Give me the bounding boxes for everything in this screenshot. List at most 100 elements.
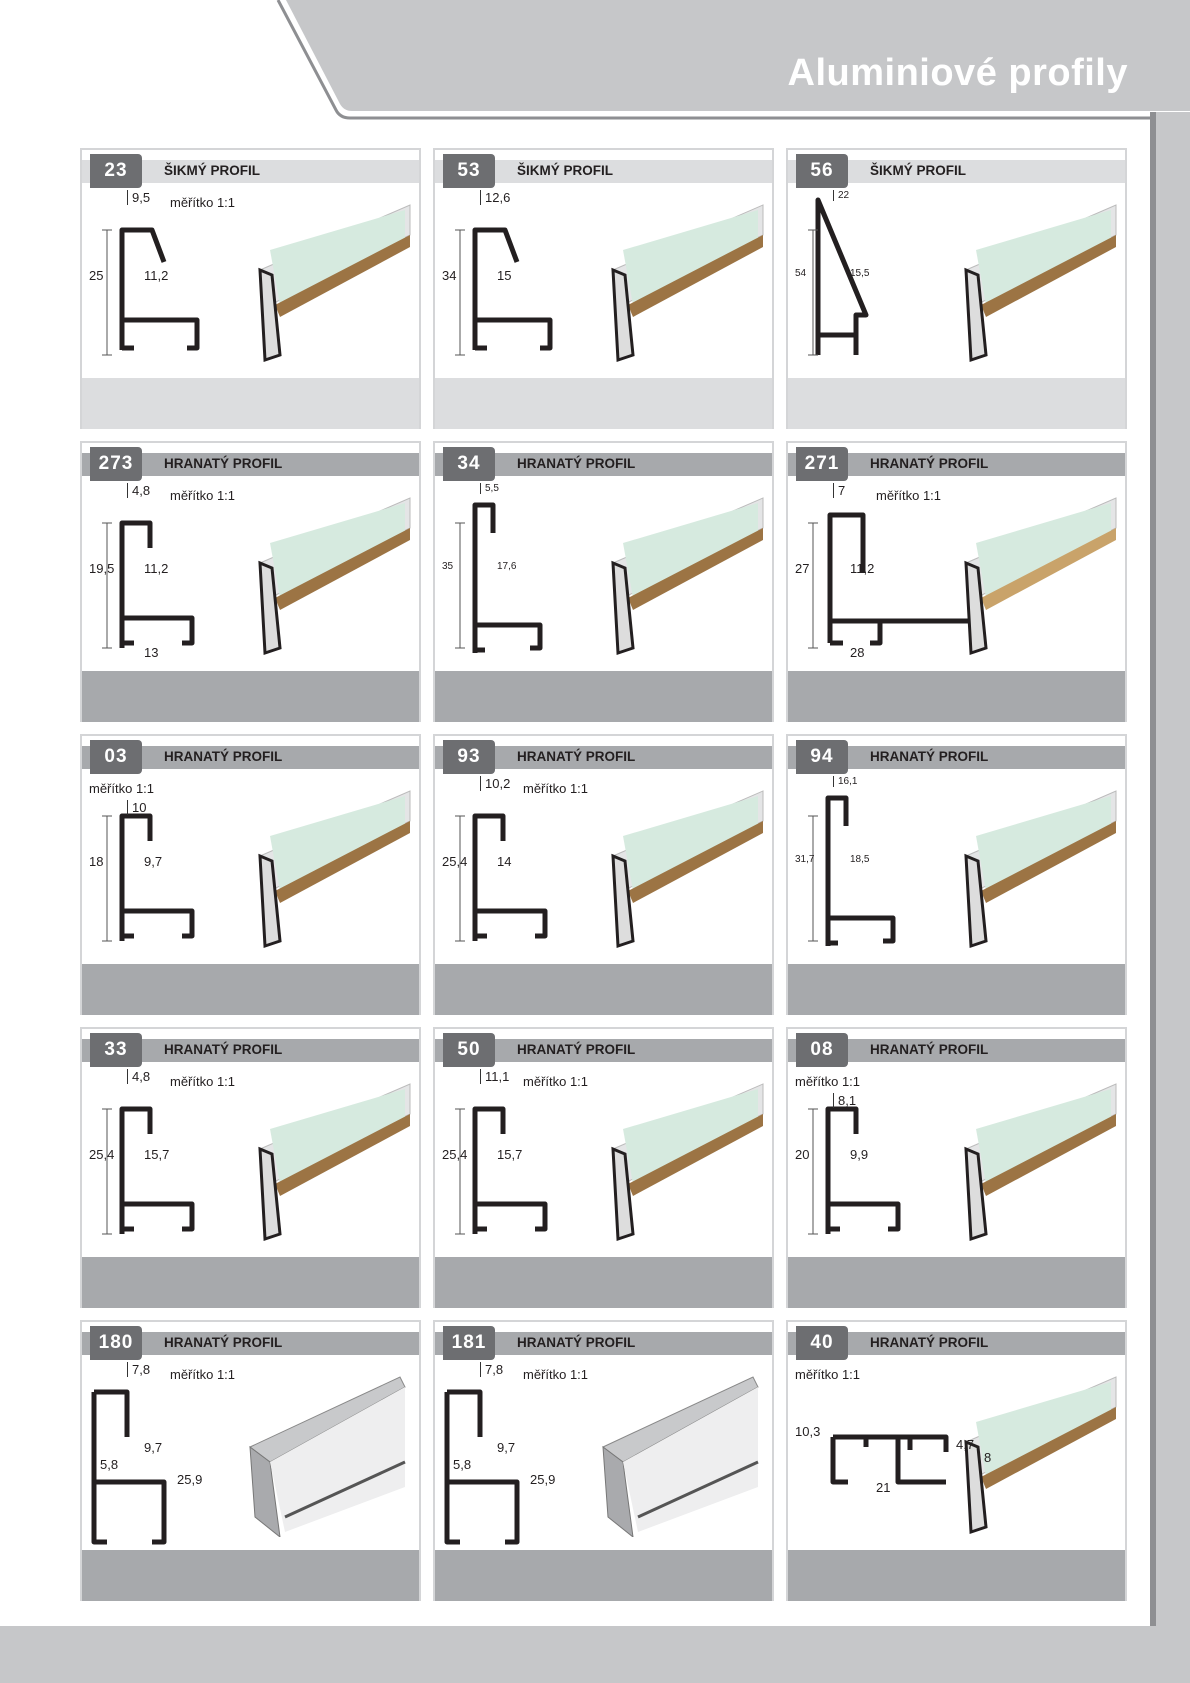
scale-label: měřítko 1:1 xyxy=(523,1367,589,1382)
dimension-right: 25,9 xyxy=(177,1472,203,1487)
dimension-top: 5,5 xyxy=(480,483,503,494)
profile-outline xyxy=(91,1389,167,1545)
dimension-mid: 15,7 xyxy=(497,1147,523,1162)
dimension-mid: 15,7 xyxy=(144,1147,170,1162)
profile-number-badge: 34 xyxy=(443,447,495,481)
card-footer-area xyxy=(82,1550,419,1601)
profile-type-label: HRANATÝ PROFIL xyxy=(517,749,636,764)
scale-label: měřítko 1:1 xyxy=(523,1074,589,1089)
profile-outline xyxy=(472,227,553,351)
title-band xyxy=(435,160,772,183)
dimension-inner: 5,8 xyxy=(453,1457,472,1472)
dimension-line xyxy=(102,229,112,356)
profile-number-badge: 93 xyxy=(443,740,495,774)
card-footer-area xyxy=(788,1257,1125,1308)
profile-outline xyxy=(444,1389,520,1545)
footer-band xyxy=(0,1626,1190,1683)
title-band xyxy=(82,1332,419,1355)
profile-number-badge: 40 xyxy=(796,1326,848,1360)
dimension-mid: 9,7 xyxy=(144,1440,163,1455)
dimension-bottom: 28 xyxy=(850,645,865,660)
profile-number-badge: 273 xyxy=(90,447,142,481)
dimension-line xyxy=(808,815,818,942)
profile-outline xyxy=(825,1106,901,1234)
profile-number-badge: 180 xyxy=(90,1326,142,1360)
dimension-mid: 11,2 xyxy=(850,561,875,576)
profile-cross-section-drawing xyxy=(102,227,200,356)
dimension-left: 19,5 xyxy=(89,561,115,576)
dimension-left: 35 xyxy=(442,561,454,572)
profile-number-badge: 23 xyxy=(90,154,142,188)
profile-3d-render xyxy=(611,204,764,363)
header-banner xyxy=(276,0,1190,120)
title-band xyxy=(82,453,419,476)
dimension-left: 18 xyxy=(89,854,104,869)
dimension-line xyxy=(102,815,112,942)
dimension-top: 7 xyxy=(833,483,849,498)
title-band xyxy=(788,453,1125,476)
profile-3d-render xyxy=(602,1376,759,1537)
profile-number-badge: 08 xyxy=(796,1033,848,1067)
profile-type-label: HRANATÝ PROFIL xyxy=(517,1042,636,1057)
profile-cross-section-drawing xyxy=(455,227,553,356)
dimension-top: 8,1 xyxy=(833,1093,860,1108)
profile-type-label: ŠIKMÝ PROFIL xyxy=(164,163,261,178)
title-band xyxy=(788,1039,1125,1062)
card-footer-area xyxy=(435,1550,772,1601)
profile-cross-section-drawing xyxy=(102,813,195,942)
dimension-top: 10 xyxy=(127,800,150,815)
profile-type-label: HRANATÝ PROFIL xyxy=(517,1335,636,1350)
profile-number-badge: 181 xyxy=(443,1326,495,1360)
profile-3d-render xyxy=(249,1376,406,1537)
dimension-top: 4,8 xyxy=(127,483,154,498)
dimension-line xyxy=(808,522,818,649)
profile-cross-section-drawing xyxy=(830,1434,949,1485)
title-band xyxy=(435,453,772,476)
profile-outline xyxy=(472,502,543,653)
profile-cross-section-drawing xyxy=(102,1106,195,1235)
title-band xyxy=(435,746,772,769)
dimension-inner: 5,8 xyxy=(100,1457,119,1472)
card-footer-area xyxy=(435,1257,772,1308)
profile-cross-section-drawing xyxy=(444,1389,520,1545)
profile-type-label: HRANATÝ PROFIL xyxy=(870,749,989,764)
dimension-bottom: 13 xyxy=(144,645,159,660)
profile-cross-section-drawing xyxy=(91,1389,167,1545)
profile-3d-render xyxy=(258,790,411,949)
dimension-mid: 18,5 xyxy=(850,854,870,865)
profile-type-label: HRANATÝ PROFIL xyxy=(870,1335,989,1350)
dimension-top: 12,6 xyxy=(480,190,514,205)
title-band xyxy=(435,1039,772,1062)
profile-cross-section-drawing xyxy=(808,795,896,946)
dimension-left: 25,4 xyxy=(89,1147,115,1162)
profile-outline xyxy=(119,227,200,351)
dimension-mid: 17,6 xyxy=(497,561,517,572)
profile-outline xyxy=(119,520,195,648)
dimension-top: 4,8 xyxy=(127,1069,154,1084)
dimension-mid: 9,9 xyxy=(850,1147,869,1162)
profile-outline xyxy=(825,795,896,946)
scale-label: měřítko 1:1 xyxy=(170,1367,236,1382)
dimension-left: 10,3 xyxy=(795,1424,821,1439)
dimension-left: 25,4 xyxy=(442,1147,468,1162)
title-band xyxy=(788,746,1125,769)
profile-cross-section-drawing xyxy=(808,1106,901,1235)
dimension-left: 34 xyxy=(442,268,457,283)
title-band xyxy=(788,1332,1125,1355)
card-footer-area xyxy=(82,964,419,1015)
